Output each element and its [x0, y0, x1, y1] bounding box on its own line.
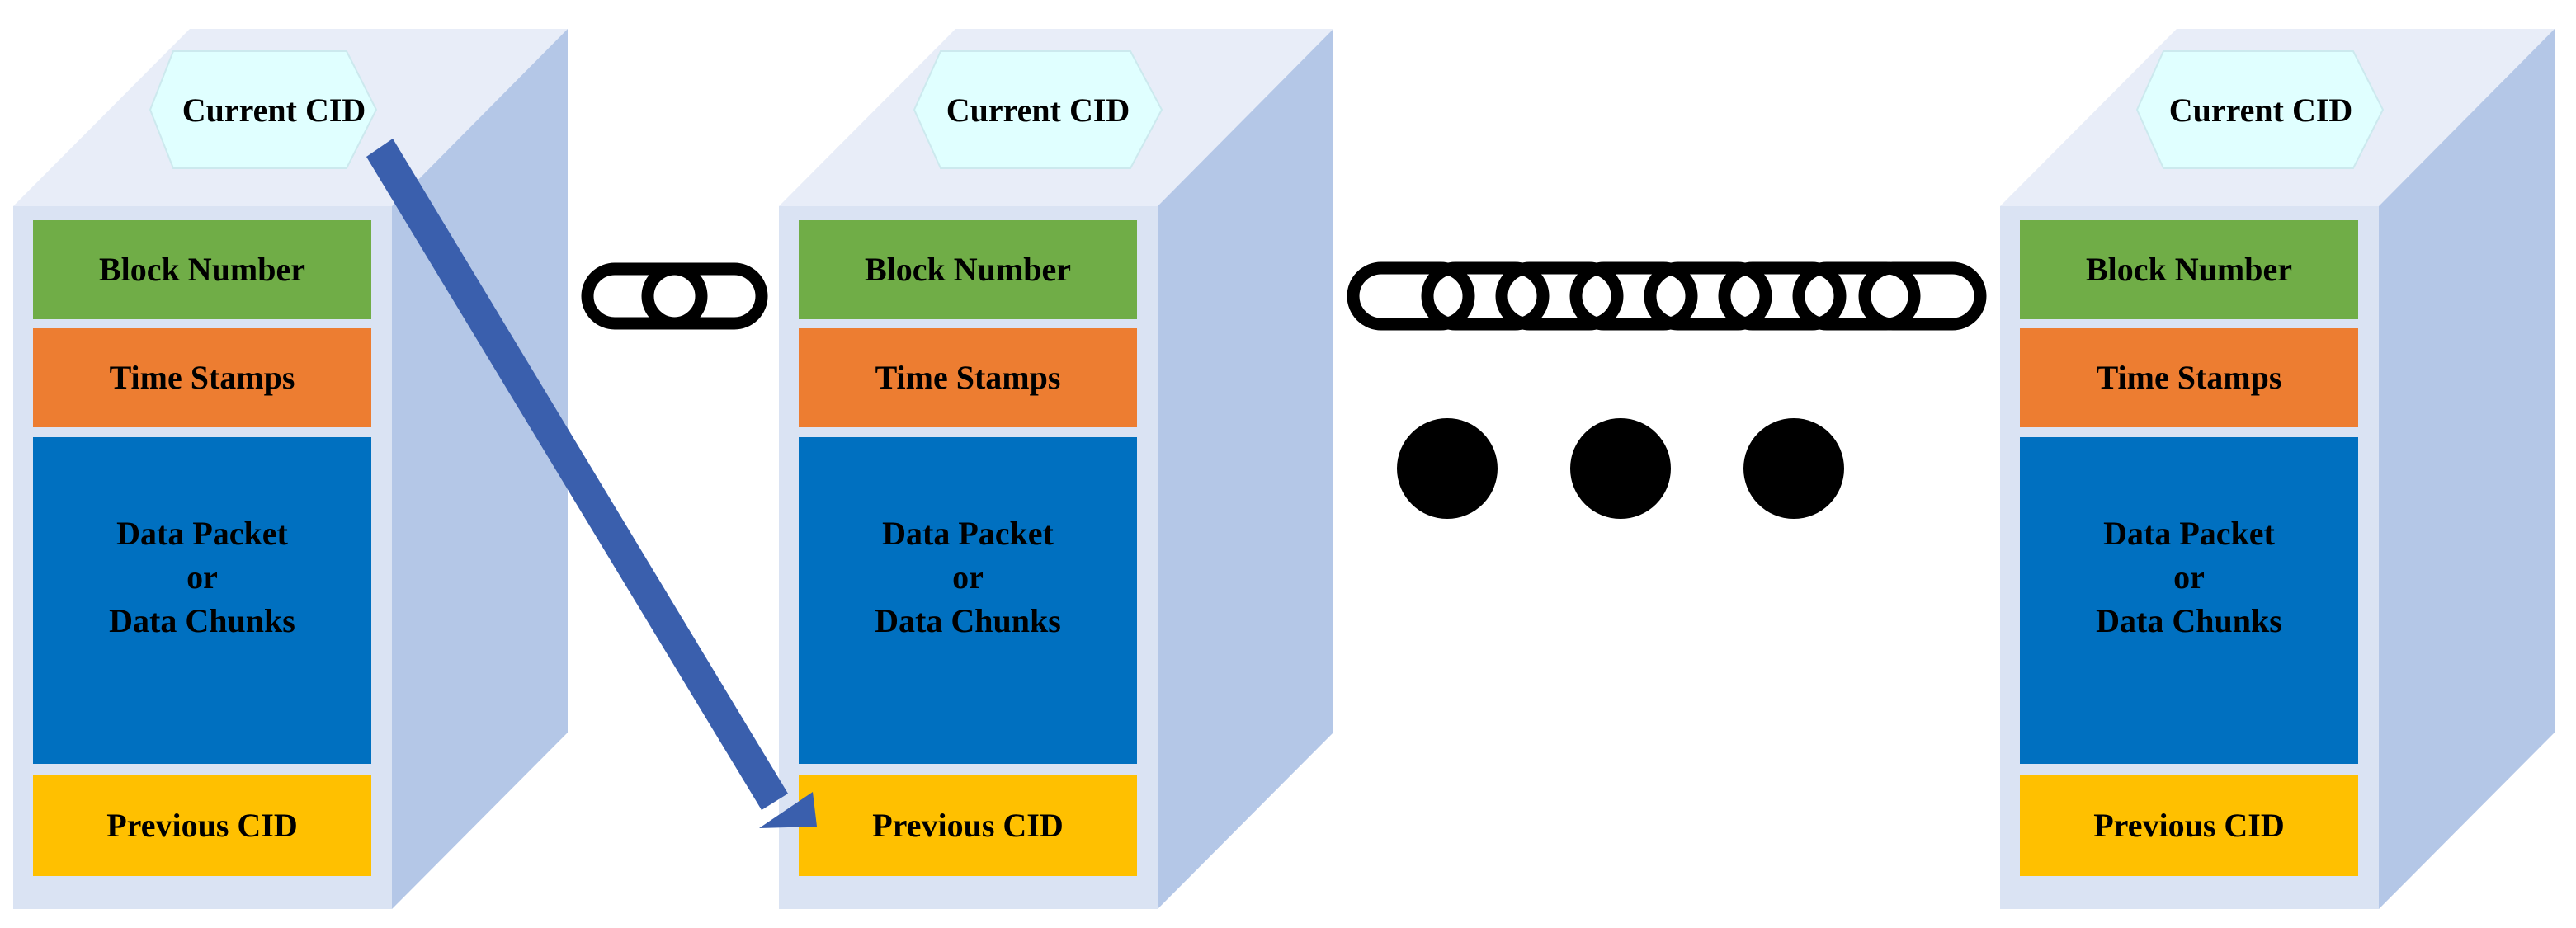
chain-link-6: [1718, 261, 1847, 331]
block-1-data-line-2: or: [186, 558, 218, 596]
ellipsis-dots-icon: [1397, 418, 1844, 519]
block-2-current-cid-label: Current CID: [946, 92, 1130, 129]
chain-link-right: [641, 262, 768, 330]
chain-icon: [1347, 261, 1987, 331]
chain-link-8: [1858, 261, 1987, 331]
block-3-time-stamps-row: [2020, 328, 2358, 427]
block-1-block-number-label: Block Number: [99, 251, 305, 288]
block-2-previous-cid-row: [799, 775, 1137, 876]
block-3-current-cid-badge: [2135, 50, 2385, 169]
block-1-previous-cid-label: Previous CID: [106, 807, 297, 844]
block-1-block-number-row: [33, 220, 371, 319]
chain-link-icon: [581, 262, 768, 330]
block-3: Current CID Block Number Time Stamps Dat…: [2000, 29, 2555, 909]
block-2-current-cid-badge: [913, 50, 1163, 169]
block-1-data-line-3: Data Chunks: [109, 602, 295, 639]
chain-link-5: [1644, 261, 1772, 331]
block-1-data-row: [33, 437, 371, 764]
ellipsis-dot-3: [1743, 418, 1844, 519]
chain-link-3: [1495, 261, 1624, 331]
block-2-data-line-3: Data Chunks: [875, 602, 1061, 639]
block-1-time-stamps-row: [33, 328, 371, 427]
block-3-current-cid-label: Current CID: [2169, 92, 2353, 129]
block-1: Current CID Block Number Time Stamps Dat…: [13, 29, 568, 909]
block-2-data-line-1: Data Packet: [882, 515, 1054, 552]
chain-link-1: [1347, 261, 1475, 331]
block-2-block-number-label: Block Number: [865, 251, 1071, 288]
block-2-side-face: [1158, 29, 1333, 909]
block-3-data-line-2: or: [2173, 558, 2205, 596]
block-2: Current CID Block Number Time Stamps Dat…: [779, 29, 1333, 909]
block-2-previous-cid-label: Previous CID: [872, 807, 1063, 844]
block-2-time-stamps-label: Time Stamps: [875, 359, 1061, 396]
block-3-data-line-3: Data Chunks: [2096, 602, 2282, 639]
ellipsis-dot-2: [1570, 418, 1671, 519]
cid-link-arrow-shaft: [366, 139, 788, 810]
block-3-data-row: [2020, 437, 2358, 764]
block-3-previous-cid-row: [2020, 775, 2358, 876]
block-3-time-stamps-label: Time Stamps: [2097, 359, 2282, 396]
chain-link-left: [581, 262, 708, 330]
block-2-data-row: [799, 437, 1137, 764]
chain-link-2: [1421, 261, 1550, 331]
block-1-previous-cid-row: [33, 775, 371, 876]
block-2-block-number-row: [799, 220, 1137, 319]
block-3-block-number-label: Block Number: [2086, 251, 2292, 288]
block-3-block-number-row: [2020, 220, 2358, 319]
block-1-current-cid-label: Current CID: [182, 92, 366, 129]
block-3-side-face: [2379, 29, 2555, 909]
block-2-data-line-2: or: [952, 558, 984, 596]
cid-link-arrow: [366, 139, 817, 828]
ellipsis-dot-1: [1397, 418, 1498, 519]
chain-link-4: [1569, 261, 1698, 331]
block-1-data-line-1: Data Packet: [116, 515, 288, 552]
block-2-time-stamps-row: [799, 328, 1137, 427]
block-1-time-stamps-label: Time Stamps: [110, 359, 295, 396]
block-3-previous-cid-label: Previous CID: [2093, 807, 2284, 844]
chain-link-7: [1792, 261, 1921, 331]
cid-link-arrow-head: [759, 792, 817, 828]
block-3-data-line-1: Data Packet: [2103, 515, 2275, 552]
block-1-current-cid-badge: [149, 50, 378, 169]
